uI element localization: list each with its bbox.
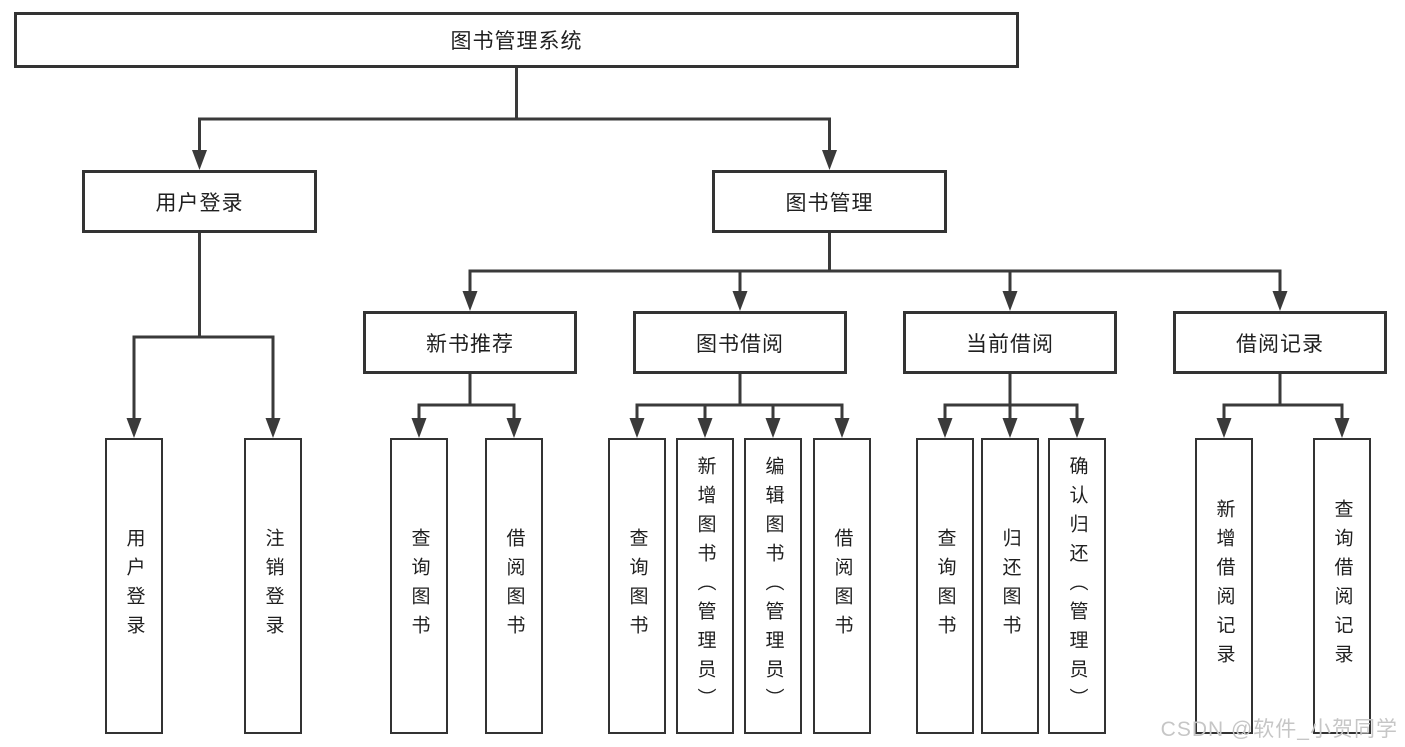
- csdn-watermark: CSDN @软件_小贺同学: [1160, 718, 1398, 741]
- node-book-borrow: 图书借阅: [633, 311, 847, 374]
- node-label: 注销登录: [262, 528, 284, 644]
- arrowheads: [126, 150, 1350, 438]
- leaf-return-book: 归还图书: [981, 438, 1039, 734]
- node-label: 查询图书: [626, 528, 648, 644]
- node-label: 查询图书: [408, 528, 430, 644]
- leaf-logout: 注销登录: [244, 438, 302, 734]
- leaf-borrow-books: 借阅图书: [813, 438, 871, 734]
- node-label: 借阅图书: [503, 528, 525, 644]
- node-label: 图书管理: [785, 191, 874, 215]
- node-label: 借阅记录: [1236, 332, 1324, 356]
- leaf-query-borrow-record: 查询借阅记录: [1313, 438, 1371, 734]
- node-new-book-recommend: 新书推荐: [363, 311, 577, 374]
- leaf-query-books-current: 查询图书: [916, 438, 974, 734]
- node-label: 新增图书（管理员）: [694, 455, 716, 717]
- leaf-add-borrow-record: 新增借阅记录: [1195, 438, 1253, 734]
- leaf-confirm-return-admin: 确认归还（管理员）: [1048, 438, 1106, 734]
- leaf-edit-book-admin: 编辑图书（管理员）: [744, 438, 802, 734]
- node-label: 借阅图书: [831, 528, 853, 644]
- leaf-add-book-admin: 新增图书（管理员）: [676, 438, 734, 734]
- leaf-query-books-borrow: 查询图书: [608, 438, 666, 734]
- node-label: 编辑图书（管理员）: [762, 455, 784, 717]
- node-label: 查询借阅记录: [1331, 499, 1353, 673]
- node-label: 新增借阅记录: [1213, 499, 1235, 673]
- leaf-user-login: 用户登录: [105, 438, 163, 734]
- node-label: 当前借阅: [966, 332, 1054, 356]
- node-user-login: 用户登录: [82, 170, 317, 233]
- node-label: 新书推荐: [426, 332, 514, 356]
- node-label: 图书管理系统: [450, 30, 583, 53]
- node-current-borrow: 当前借阅: [903, 311, 1117, 374]
- leaf-query-books-recommend: 查询图书: [390, 438, 448, 734]
- node-root: 图书管理系统: [14, 12, 1019, 68]
- node-borrow-records: 借阅记录: [1173, 311, 1387, 374]
- node-label: 用户登录: [123, 528, 145, 644]
- node-book-management: 图书管理: [712, 170, 947, 233]
- node-label: 图书借阅: [696, 332, 784, 356]
- leaf-borrow-books-recommend: 借阅图书: [485, 438, 543, 734]
- node-label: 归还图书: [999, 528, 1021, 644]
- node-label: 用户登录: [155, 191, 244, 215]
- node-label: 查询图书: [934, 528, 956, 644]
- node-label: 确认归还（管理员）: [1066, 455, 1088, 717]
